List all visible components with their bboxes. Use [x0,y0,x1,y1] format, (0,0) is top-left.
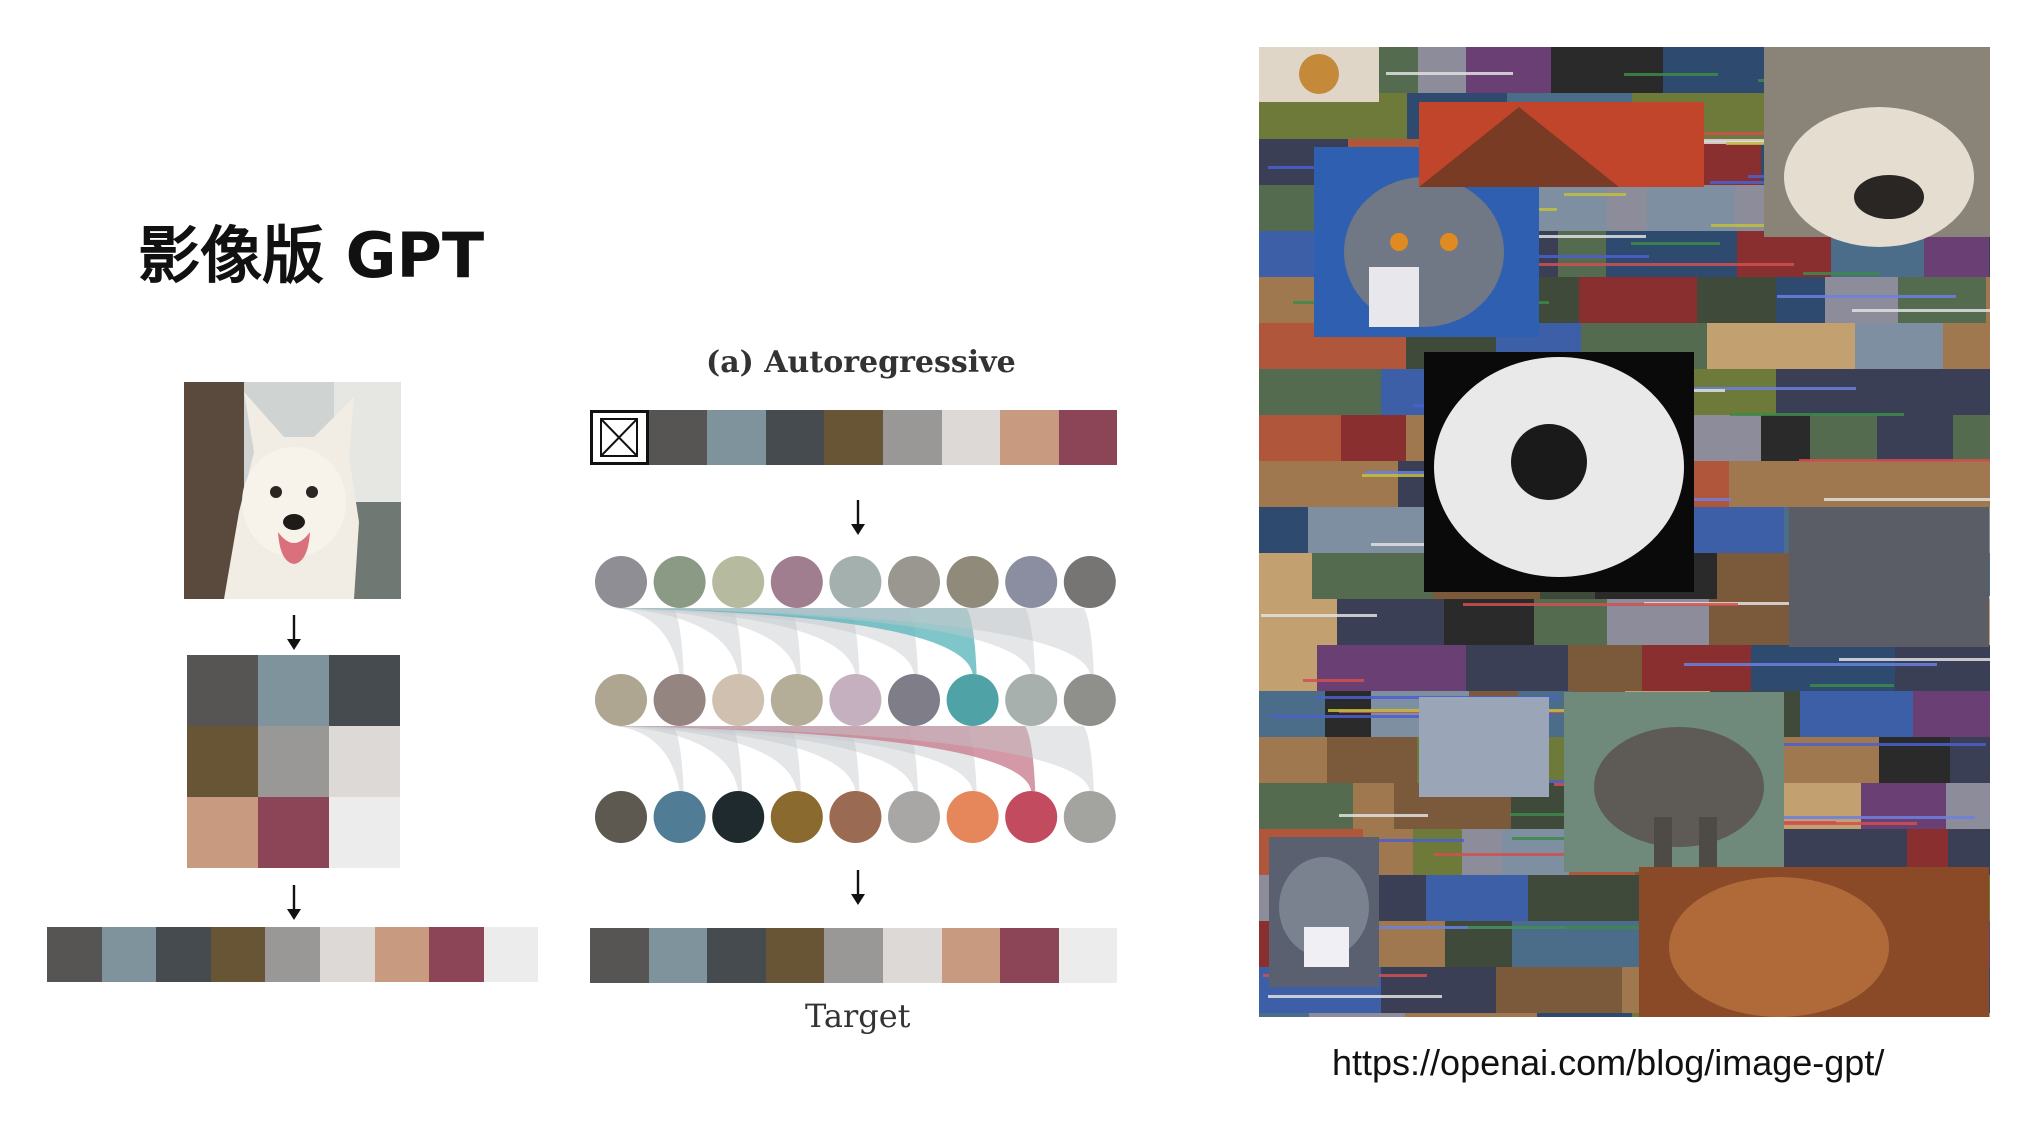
pixel-cell [329,726,400,797]
attention-edge [617,608,743,674]
attention-edge [617,608,860,674]
pixel-cell [258,797,329,868]
slide-title: 影像版 GPT [138,219,485,292]
network-node [712,556,765,608]
sequence-cell [429,927,484,982]
network-node [1063,556,1116,608]
sequence-cell [765,928,825,983]
dog-photo [184,382,401,599]
pixel-cell [187,797,258,868]
sequence-cell [824,928,883,983]
attention-edge [617,726,860,791]
attention-edge [617,726,743,791]
network-node [712,674,765,726]
attention-edge [617,608,1036,674]
network-node [829,791,882,843]
attention-edge [617,726,684,791]
sequence-cell [1058,410,1118,465]
attention-edge [617,726,1094,791]
sequence-cell [210,927,266,982]
sequence-cell [941,410,1001,465]
sequence-cell [824,410,883,465]
sequence-cell [319,927,375,982]
network-node [653,791,706,843]
sequence-cell [483,927,539,982]
sequence-cell [882,928,942,983]
attention-edge [617,726,977,791]
network-node [595,674,647,726]
network-node [653,556,706,608]
network-node [712,791,765,843]
attention-edge [617,726,918,791]
transformer-network [595,556,1116,843]
start-token-icon [590,410,649,465]
target-sequence [590,928,1118,983]
sequence-cell [1000,410,1059,465]
pixel-cell [187,655,258,726]
sequence-cell [941,928,1001,983]
attention-edge [617,608,684,674]
network-node [829,556,882,608]
network-node [888,791,940,843]
network-node [1063,791,1116,843]
down-arrow-icon [287,615,301,650]
input-sequence [590,410,1118,465]
sequence-cell [765,410,825,465]
network-node [595,791,647,843]
sequence-cell [882,410,942,465]
network-node [1005,674,1058,726]
sequence-cell [707,928,766,983]
network-node [829,674,882,726]
attention-edge [617,608,918,674]
sequence-cell [47,927,102,982]
pixel-grid [187,655,400,868]
attention-edge [617,608,1094,674]
down-arrow-icon [851,500,865,535]
network-node [770,674,823,726]
network-node [1063,674,1116,726]
down-arrow-icon [851,870,865,905]
pixel-cell [187,726,258,797]
sequence-cell [707,410,766,465]
network-node [1005,556,1058,608]
sequence-cell [590,928,649,983]
network-node [1005,791,1058,843]
flattened-pixel-sequence [47,927,539,982]
sequence-cell [156,927,211,982]
attention-edge [617,608,801,674]
down-arrow-icon [287,885,301,920]
pixel-cell [258,655,329,726]
sequence-cell [1058,928,1118,983]
source-url: https://openai.com/blog/image-gpt/ [1332,1042,1885,1083]
network-node [946,556,999,608]
network-node [946,791,999,843]
network-node [770,556,823,608]
network-node [770,791,823,843]
attention-edge [617,726,801,791]
pixel-cell [329,655,400,726]
autoregressive-title: (a) Autoregressive [706,345,1016,380]
sequence-cell [374,927,430,982]
sequence-cell [1000,928,1059,983]
network-node [888,556,940,608]
network-node [653,674,706,726]
pixel-cell [258,726,329,797]
sequence-cell [265,927,320,982]
network-node [595,556,647,608]
network-node [888,674,940,726]
generated-image-mosaic [1259,47,1990,1017]
attention-edge [617,608,977,674]
target-label: Target [805,997,911,1035]
sequence-cell [648,928,708,983]
pixel-cell [329,797,400,868]
sequence-cell [101,927,157,982]
attention-edge [617,726,1036,791]
network-node [946,674,999,726]
sequence-cell [648,410,708,465]
